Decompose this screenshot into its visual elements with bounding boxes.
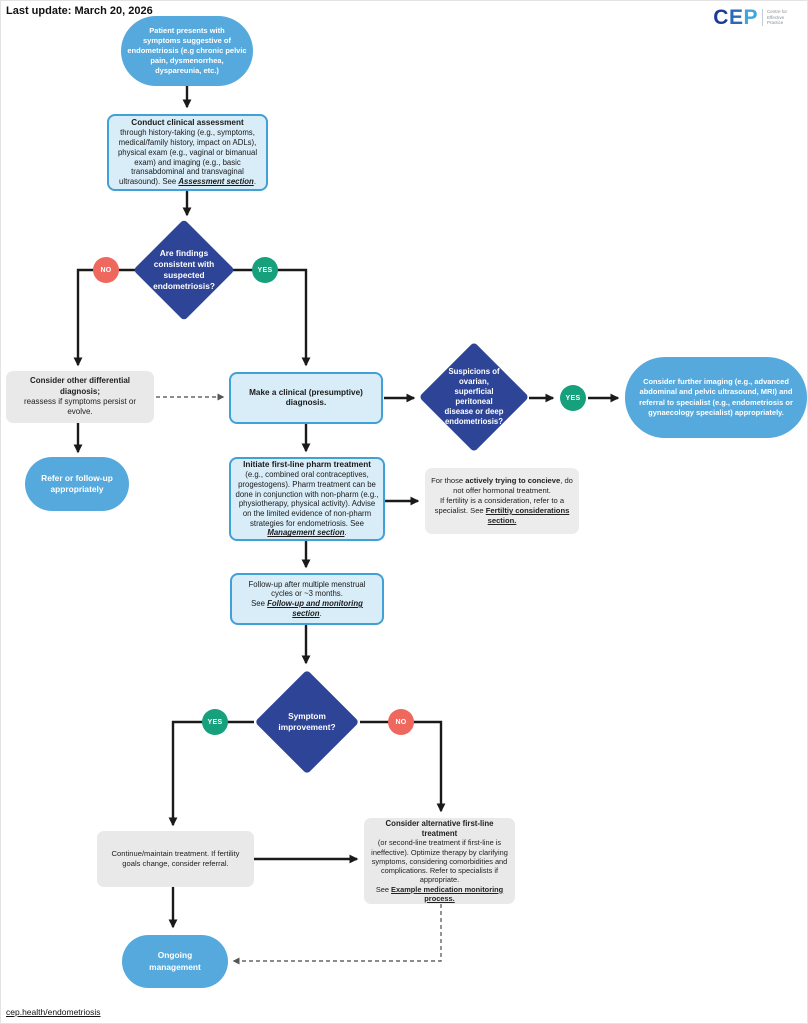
assessment-section-link[interactable]: Assessment section	[178, 177, 254, 187]
decision-findings-diamond: Are findings consistent with suspected e…	[132, 218, 236, 322]
decision-suspicions-diamond: Suspicions of ovarian, superficial perit…	[418, 341, 530, 453]
refer-follow-up-node: Refer or follow-up appropriately	[25, 457, 129, 511]
follow-up-body: Follow-up after multiple menstrual cycle…	[248, 579, 366, 599]
management-section-link[interactable]: Management section	[267, 528, 345, 538]
no-badge-findings: NO	[93, 257, 119, 283]
decision-findings-text: Are findings consistent with suspected e…	[153, 248, 215, 291]
first-line-treatment-box: Initiate first-line pharm treatment (e.g…	[229, 457, 385, 541]
continue-treatment-box: Continue/maintain treatment. If fertilit…	[97, 831, 254, 887]
first-line-title: Initiate first-line pharm treatment	[243, 459, 371, 469]
alternative-title: Consider alternative first-line treatmen…	[385, 818, 494, 838]
footer-url-link[interactable]: cep.health/endometriosis	[6, 1007, 101, 1017]
ongoing-management-node: Ongoing management	[122, 935, 228, 988]
fertility-note-p1: For those actively trying to concieve, d…	[431, 476, 573, 496]
differential-line2: reassess if symptoms persist or evolve.	[23, 397, 137, 417]
alternative-body: (or second-line treatment if first-line …	[371, 838, 508, 885]
differential-box: Consider other differential diagnosis; r…	[6, 371, 154, 423]
follow-up-monitoring-link[interactable]: Follow-up and monitoring section	[267, 599, 363, 618]
connector-alternative-ongoing-dashed	[232, 904, 442, 965]
connector-improvement-no-alternative	[360, 720, 446, 813]
decision-improvement-diamond: Symptom improvement?	[254, 669, 360, 775]
connector-findings-no-differential	[73, 268, 135, 367]
cep-logo-tagline: Centre for Effective Practice	[762, 9, 799, 26]
cep-logo: CEP Centre for Effective Practice	[713, 7, 799, 28]
yes-badge-suspicions: YES	[560, 385, 586, 411]
differential-line1: Consider other differential diagnosis;	[29, 376, 130, 396]
assessment-title: Conduct clinical assessment	[131, 118, 244, 128]
decision-improvement-text: Symptom improvement?	[278, 711, 336, 732]
clinical-diagnosis-box: Make a clinical (presumptive) diagnosis.	[229, 372, 383, 424]
decision-suspicions-text: Suspicions of ovarian, superficial perit…	[444, 366, 504, 427]
follow-up-box: Follow-up after multiple menstrual cycle…	[230, 573, 384, 625]
no-badge-improvement: NO	[388, 709, 414, 735]
assessment-body: through history-taking (e.g., symptoms, …	[117, 128, 258, 187]
fertility-note-box: For those actively trying to concieve, d…	[425, 468, 579, 534]
start-node: Patient presents with symptoms suggestiv…	[121, 16, 253, 86]
cep-logo-text: CEP	[713, 6, 758, 29]
assessment-box: Conduct clinical assessment through hist…	[107, 114, 268, 191]
further-imaging-node: Consider further imaging (e.g., advanced…	[625, 357, 807, 438]
last-update-text: Last update: March 20, 2026	[6, 5, 153, 17]
medication-monitoring-link[interactable]: Example medication monitoring process.	[391, 884, 504, 903]
alternative-treatment-box: Consider alternative first-line treatmen…	[364, 818, 515, 904]
follow-up-see: See Follow-up and monitoring section.	[251, 599, 363, 618]
connector-findings-yes-clinical	[233, 268, 311, 367]
yes-badge-improvement: YES	[202, 709, 228, 735]
yes-badge-findings: YES	[252, 257, 278, 283]
fertility-considerations-link[interactable]: Fertiltiy considerations section.	[485, 505, 570, 525]
fertility-note-p2: If fertility is a consideration, refer t…	[434, 496, 570, 525]
alternative-see: See Example medication monitoring proces…	[375, 884, 504, 903]
first-line-body: (e.g., combined oral contraceptives, pro…	[235, 470, 379, 538]
connector-improvement-yes-continue	[168, 720, 254, 827]
